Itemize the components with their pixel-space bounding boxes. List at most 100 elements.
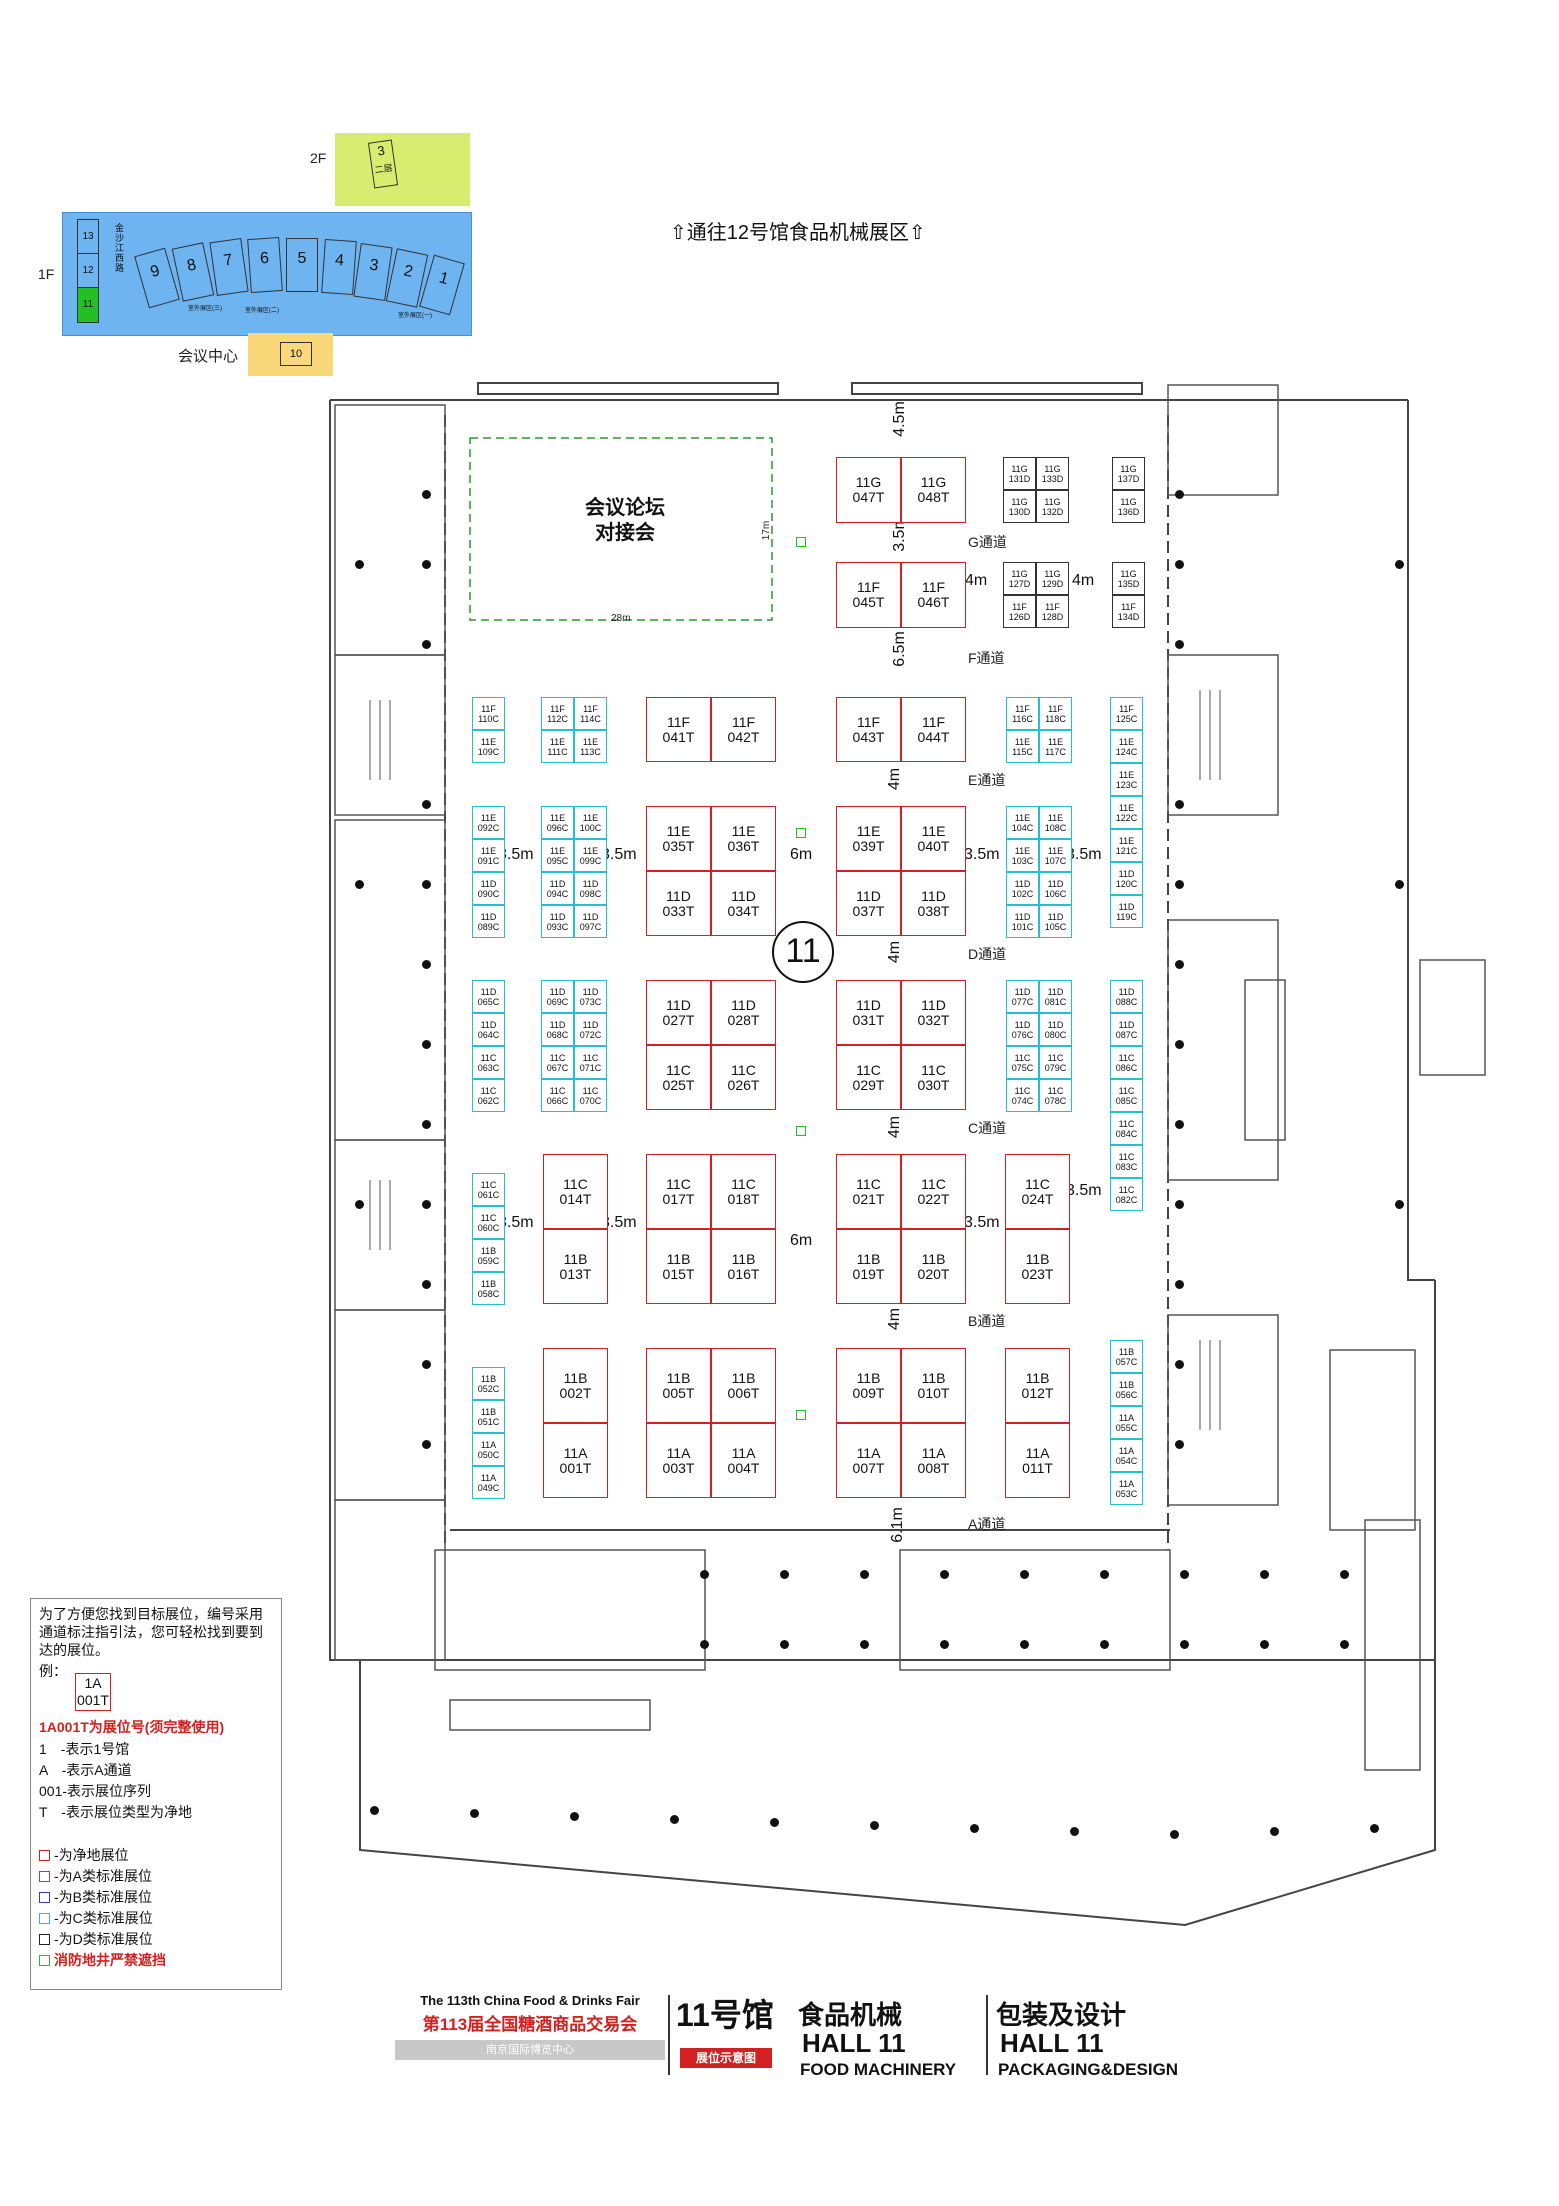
booth-11C084C[interactable]: 11C084C — [1110, 1112, 1143, 1145]
booth-11E092C[interactable]: 11E092C — [472, 806, 505, 839]
booth-11E109C[interactable]: 11E109C — [472, 730, 505, 763]
booth-11D038T[interactable]: 11D038T — [901, 871, 966, 936]
booth-11E100C[interactable]: 11E100C — [574, 806, 607, 839]
booth-11E099C[interactable]: 11E099C — [574, 839, 607, 872]
booth-11A050C[interactable]: 11A050C — [472, 1433, 505, 1466]
booth-11C021T[interactable]: 11C021T — [836, 1154, 901, 1229]
booth-11D120C[interactable]: 11D120C — [1110, 862, 1143, 895]
booth-11B059C[interactable]: 11B059C — [472, 1239, 505, 1272]
booth-11D072C[interactable]: 11D072C — [574, 1013, 607, 1046]
booth-11C083C[interactable]: 11C083C — [1110, 1145, 1143, 1178]
booth-11E035T[interactable]: 11E035T — [646, 806, 711, 871]
booth-11A003T[interactable]: 11A003T — [646, 1423, 711, 1498]
booth-11D081C[interactable]: 11D081C — [1039, 980, 1072, 1013]
booth-11C075C[interactable]: 11C075C — [1006, 1046, 1039, 1079]
booth-11E122C[interactable]: 11E122C — [1110, 796, 1143, 829]
booth-11A008T[interactable]: 11A008T — [901, 1423, 966, 1498]
booth-11F043T[interactable]: 11F043T — [836, 697, 901, 762]
booth-11D093C[interactable]: 11D093C — [541, 905, 574, 938]
booth-11E107C[interactable]: 11E107C — [1039, 839, 1072, 872]
booth-11B057C[interactable]: 11B057C — [1110, 1340, 1143, 1373]
booth-11D089C[interactable]: 11D089C — [472, 905, 505, 938]
booth-11C063C[interactable]: 11C063C — [472, 1046, 505, 1079]
booth-11A004T[interactable]: 11A004T — [711, 1423, 776, 1498]
booth-11D064C[interactable]: 11D064C — [472, 1013, 505, 1046]
booth-11E091C[interactable]: 11E091C — [472, 839, 505, 872]
booth-11B052C[interactable]: 11B052C — [472, 1367, 505, 1400]
booth-11F134D[interactable]: 11F134D — [1112, 595, 1145, 628]
booth-11C022T[interactable]: 11C022T — [901, 1154, 966, 1229]
booth-11E103C[interactable]: 11E103C — [1006, 839, 1039, 872]
booth-11B005T[interactable]: 11B005T — [646, 1348, 711, 1423]
booth-11C086C[interactable]: 11C086C — [1110, 1046, 1143, 1079]
booth-11E040T[interactable]: 11E040T — [901, 806, 966, 871]
booth-11F128D[interactable]: 11F128D — [1036, 595, 1069, 628]
booth-11B023T[interactable]: 11B023T — [1005, 1229, 1070, 1304]
booth-11A055C[interactable]: 11A055C — [1110, 1406, 1143, 1439]
booth-11F116C[interactable]: 11F116C — [1006, 697, 1039, 730]
booth-11F044T[interactable]: 11F044T — [901, 697, 966, 762]
booth-11E039T[interactable]: 11E039T — [836, 806, 901, 871]
booth-11C067C[interactable]: 11C067C — [541, 1046, 574, 1079]
booth-11E036T[interactable]: 11E036T — [711, 806, 776, 871]
booth-11E123C[interactable]: 11E123C — [1110, 763, 1143, 796]
booth-11C061C[interactable]: 11C061C — [472, 1173, 505, 1206]
booth-11B015T[interactable]: 11B015T — [646, 1229, 711, 1304]
booth-11E104C[interactable]: 11E104C — [1006, 806, 1039, 839]
booth-11C074C[interactable]: 11C074C — [1006, 1079, 1039, 1112]
booth-11D097C[interactable]: 11D097C — [574, 905, 607, 938]
booth-11C079C[interactable]: 11C079C — [1039, 1046, 1072, 1079]
booth-11G129D[interactable]: 11G129D — [1036, 562, 1069, 595]
booth-11F112C[interactable]: 11F112C — [541, 697, 574, 730]
booth-11D031T[interactable]: 11D031T — [836, 980, 901, 1045]
booth-11D080C[interactable]: 11D080C — [1039, 1013, 1072, 1046]
booth-11B051C[interactable]: 11B051C — [472, 1400, 505, 1433]
booth-11D088C[interactable]: 11D088C — [1110, 980, 1143, 1013]
booth-11C060C[interactable]: 11C060C — [472, 1206, 505, 1239]
booth-11C085C[interactable]: 11C085C — [1110, 1079, 1143, 1112]
booth-11G131D[interactable]: 11G131D — [1003, 457, 1036, 490]
booth-11B058C[interactable]: 11B058C — [472, 1272, 505, 1305]
booth-11D076C[interactable]: 11D076C — [1006, 1013, 1039, 1046]
booth-11E111C[interactable]: 11E111C — [541, 730, 574, 763]
booth-11A049C[interactable]: 11A049C — [472, 1466, 505, 1499]
booth-11A001T[interactable]: 11A001T — [543, 1423, 608, 1498]
booth-11F110C[interactable]: 11F110C — [472, 697, 505, 730]
booth-11G135D[interactable]: 11G135D — [1112, 562, 1145, 595]
booth-11D102C[interactable]: 11D102C — [1006, 872, 1039, 905]
booth-11F046T[interactable]: 11F046T — [901, 562, 966, 628]
booth-11C071C[interactable]: 11C071C — [574, 1046, 607, 1079]
booth-11D106C[interactable]: 11D106C — [1039, 872, 1072, 905]
booth-11A053C[interactable]: 11A053C — [1110, 1472, 1143, 1505]
booth-11D098C[interactable]: 11D098C — [574, 872, 607, 905]
booth-11A007T[interactable]: 11A007T — [836, 1423, 901, 1498]
booth-11B013T[interactable]: 11B013T — [543, 1229, 608, 1304]
booth-11D101C[interactable]: 11D101C — [1006, 905, 1039, 938]
booth-11D073C[interactable]: 11D073C — [574, 980, 607, 1013]
booth-11E096C[interactable]: 11E096C — [541, 806, 574, 839]
booth-11B002T[interactable]: 11B002T — [543, 1348, 608, 1423]
booth-11B010T[interactable]: 11B010T — [901, 1348, 966, 1423]
booth-11C017T[interactable]: 11C017T — [646, 1154, 711, 1229]
booth-11G133D[interactable]: 11G133D — [1036, 457, 1069, 490]
booth-11C062C[interactable]: 11C062C — [472, 1079, 505, 1112]
booth-11B019T[interactable]: 11B019T — [836, 1229, 901, 1304]
booth-11C018T[interactable]: 11C018T — [711, 1154, 776, 1229]
booth-11G047T[interactable]: 11G047T — [836, 457, 901, 523]
booth-11C026T[interactable]: 11C026T — [711, 1045, 776, 1110]
booth-11D037T[interactable]: 11D037T — [836, 871, 901, 936]
booth-11F114C[interactable]: 11F114C — [574, 697, 607, 730]
booth-11C066C[interactable]: 11C066C — [541, 1079, 574, 1112]
booth-11E124C[interactable]: 11E124C — [1110, 730, 1143, 763]
booth-11F045T[interactable]: 11F045T — [836, 562, 901, 628]
booth-11B006T[interactable]: 11B006T — [711, 1348, 776, 1423]
booth-11D094C[interactable]: 11D094C — [541, 872, 574, 905]
booth-11C024T[interactable]: 11C024T — [1005, 1154, 1070, 1229]
booth-11D027T[interactable]: 11D027T — [646, 980, 711, 1045]
booth-11A011T[interactable]: 11A011T — [1005, 1423, 1070, 1498]
booth-11E108C[interactable]: 11E108C — [1039, 806, 1072, 839]
booth-11E117C[interactable]: 11E117C — [1039, 730, 1072, 763]
booth-11B020T[interactable]: 11B020T — [901, 1229, 966, 1304]
booth-11D033T[interactable]: 11D033T — [646, 871, 711, 936]
booth-11G127D[interactable]: 11G127D — [1003, 562, 1036, 595]
